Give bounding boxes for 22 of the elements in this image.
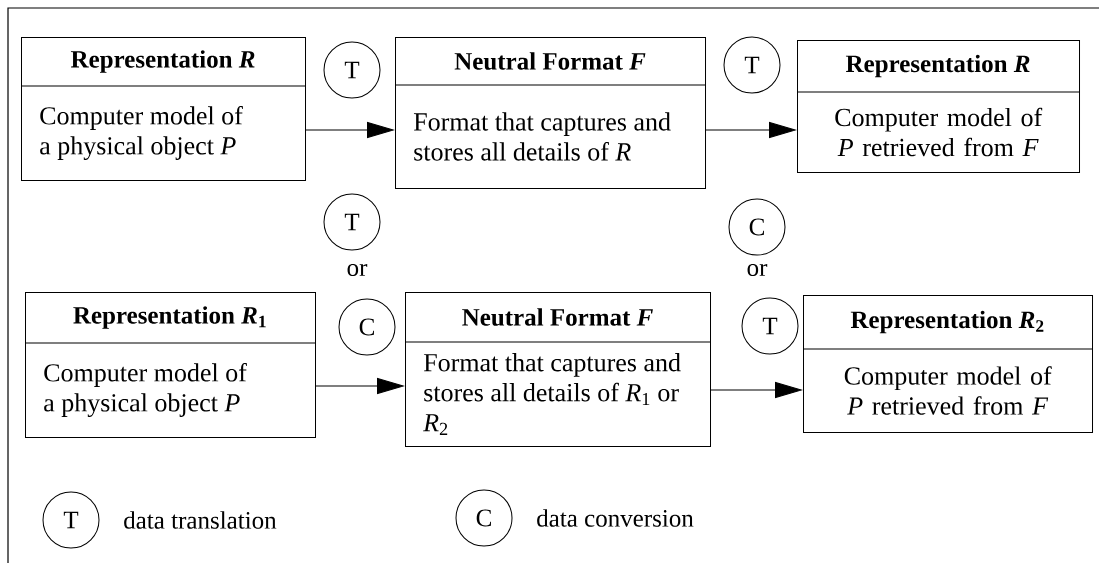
legend-text: data conversion	[537, 509, 694, 527]
circled-letter: T	[42, 491, 100, 549]
arrow	[315, 378, 404, 394]
or-label: or	[747, 264, 768, 276]
circled-letter: C	[728, 198, 786, 256]
legend-text: data translation	[124, 511, 277, 529]
or-label: or	[347, 264, 368, 276]
process-box: Representation R Computer model of a physical object P	[20, 37, 306, 181]
circled-letter: T	[723, 36, 781, 94]
process-box: Representation R$_{1}$ Computer model of a physical object P	[24, 292, 316, 438]
arrow	[305, 122, 394, 138]
process-box: Neutral Format F Format that captures and stores all details of R	[394, 37, 706, 189]
circled-letter: T	[741, 297, 799, 355]
circled-letter: C	[338, 298, 396, 356]
circled-letter: T	[323, 193, 381, 251]
arrow	[710, 382, 802, 398]
circled-letter: C	[455, 489, 513, 547]
process-box: Representation R$_{2}$ Computer model of P retrieved from F	[802, 295, 1093, 433]
process-box: Representation R Computer model of P retrieved from F	[796, 40, 1080, 173]
process-box: Neutral Format F Format that captures and stores all details of R$_{1}$ or R$_{2}$	[404, 292, 711, 447]
arrow	[705, 122, 796, 138]
circled-letter: T	[323, 41, 381, 99]
